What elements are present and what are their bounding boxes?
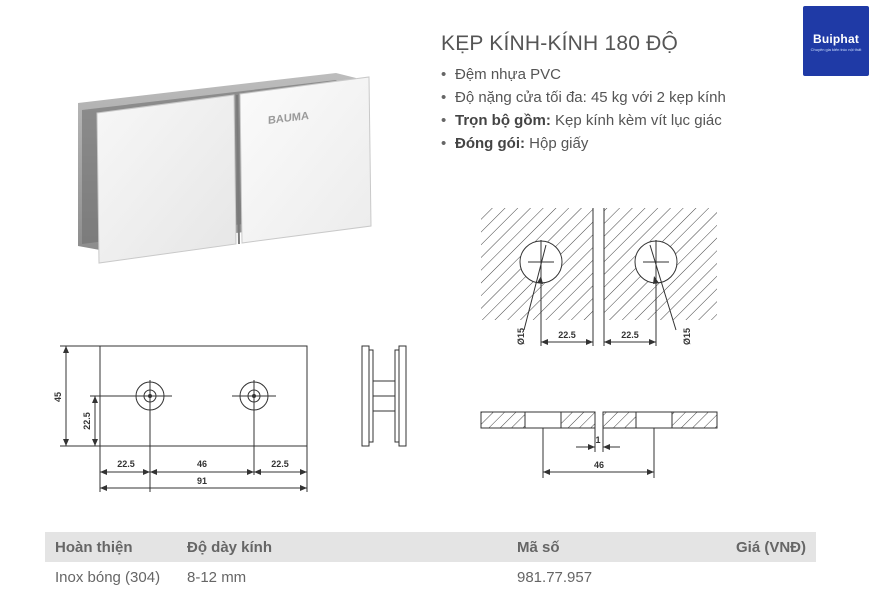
dim-cross-hole-spacing: 46 xyxy=(594,460,604,470)
logo-name: Buiphat xyxy=(812,32,860,46)
dim-edge-right: 22.5 xyxy=(621,330,639,340)
dim-right-margin: 22.5 xyxy=(271,459,289,469)
brand-mark-text: BAUMA xyxy=(268,110,309,127)
dim-hole-offset: 22.5 xyxy=(82,412,92,430)
brand-mark: BAUMA xyxy=(268,110,309,127)
header-price: Giá (VNĐ) xyxy=(735,539,806,556)
dim-left-margin: 22.5 xyxy=(117,459,135,469)
feature-item: •Trọn bộ gồm: Kẹp kính kèm vít lục giác xyxy=(441,112,722,129)
brand-logo: Buiphat Chuyên gia kiến trúc nội thất xyxy=(803,6,869,76)
dim-hole-spacing: 46 xyxy=(197,459,207,469)
header-glass-thickness: Độ dày kính xyxy=(187,539,273,556)
product-title: KẸP KÍNH-KÍNH 180 ĐỘ xyxy=(441,32,679,55)
dim-total-width: 91 xyxy=(197,476,207,486)
cell-code: 981.77.957 xyxy=(517,569,593,586)
cell-finish: Inox bóng (304) xyxy=(55,569,161,586)
logo-tagline: Chuyên gia kiến trúc nội thất xyxy=(810,47,862,52)
header-code: Mã số xyxy=(517,539,560,556)
feature-item: •Độ nặng cửa tối đa: 45 kg với 2 kẹp kín… xyxy=(441,89,726,106)
dim-edge-left: 22.5 xyxy=(558,330,576,340)
bullet-icon: • xyxy=(441,135,447,152)
dim-diameter-right: Ø15 xyxy=(682,328,692,345)
feature-list: •Đệm nhựa PVC •Độ nặng cửa tối đa: 45 kg… xyxy=(441,65,726,157)
table-row: Inox bóng (304) 8-12 mm 981.77.957 xyxy=(45,562,816,592)
feature-item: •Đóng gói: Hộp giấy xyxy=(441,135,589,152)
header-finish: Hoàn thiện xyxy=(55,539,133,556)
dim-height: 45 xyxy=(53,392,63,402)
cell-glass-thickness: 8-12 mm xyxy=(187,569,247,586)
dim-gap: 1 xyxy=(595,435,600,445)
dim-diameter-left: Ø15 xyxy=(516,328,526,345)
table-header: Hoàn thiện Độ dày kính Mã số Giá (VNĐ) xyxy=(45,532,816,562)
feature-item: •Đệm nhựa PVC xyxy=(441,66,561,83)
bullet-icon: • xyxy=(441,66,447,83)
spec-table: Hoàn thiện Độ dày kính Mã số Giá (VNĐ) I… xyxy=(45,532,816,592)
bullet-icon: • xyxy=(441,112,447,129)
bullet-icon: • xyxy=(441,89,447,106)
